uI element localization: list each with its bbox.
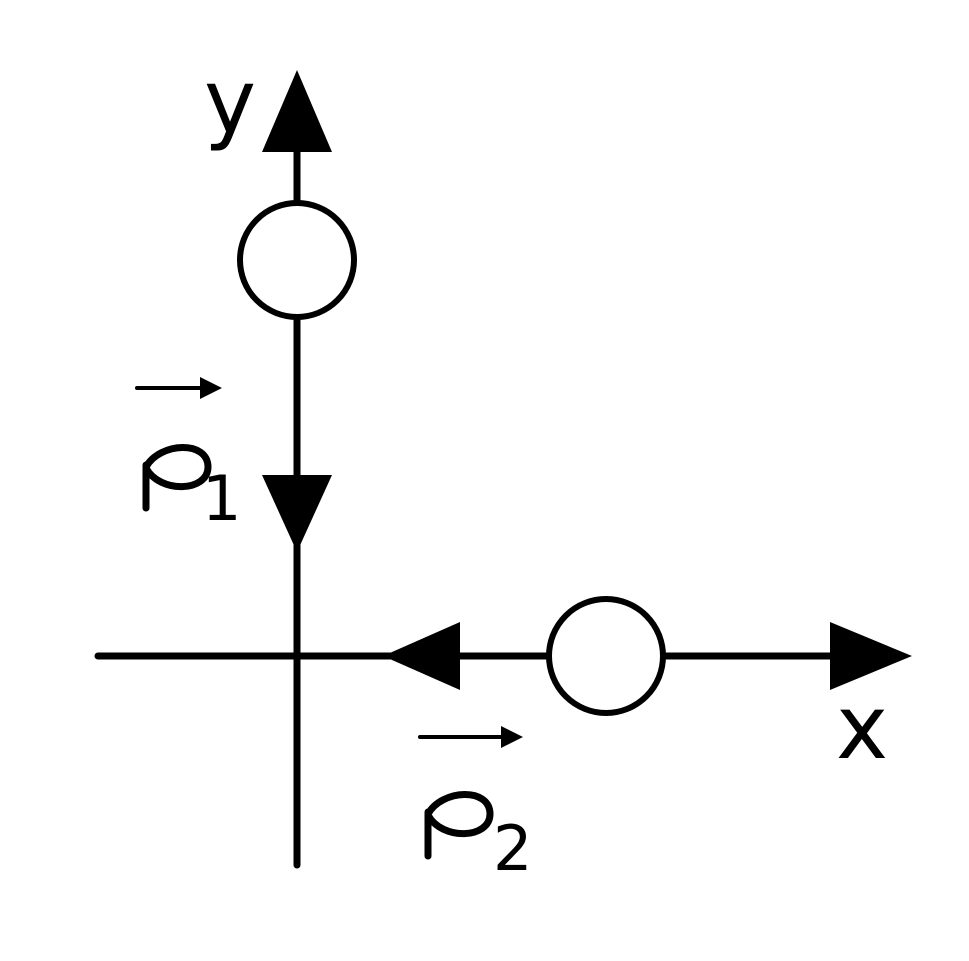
x-axis-label: x (836, 676, 888, 779)
p1-direction-arrowhead (262, 475, 332, 552)
p2-over-arrow-head (501, 726, 523, 748)
p2-label: 2 (418, 726, 532, 885)
y-axis-arrowhead (262, 70, 332, 152)
particle-2 (546, 596, 666, 716)
p2-subscript: 2 (493, 812, 532, 885)
x-axis-arrowhead (830, 622, 912, 690)
p2-symbol-glyph (424, 791, 494, 860)
p1-symbol-glyph (142, 444, 212, 512)
p2-direction-arrowhead (383, 622, 460, 690)
p1-over-arrow-head (200, 377, 222, 399)
y-axis: y (204, 50, 332, 869)
p1-subscript: 1 (202, 462, 241, 535)
p1-label: 1 (135, 377, 241, 535)
y-axis-label: y (204, 50, 256, 153)
x-axis: x (94, 622, 912, 779)
particle-1 (237, 200, 357, 320)
